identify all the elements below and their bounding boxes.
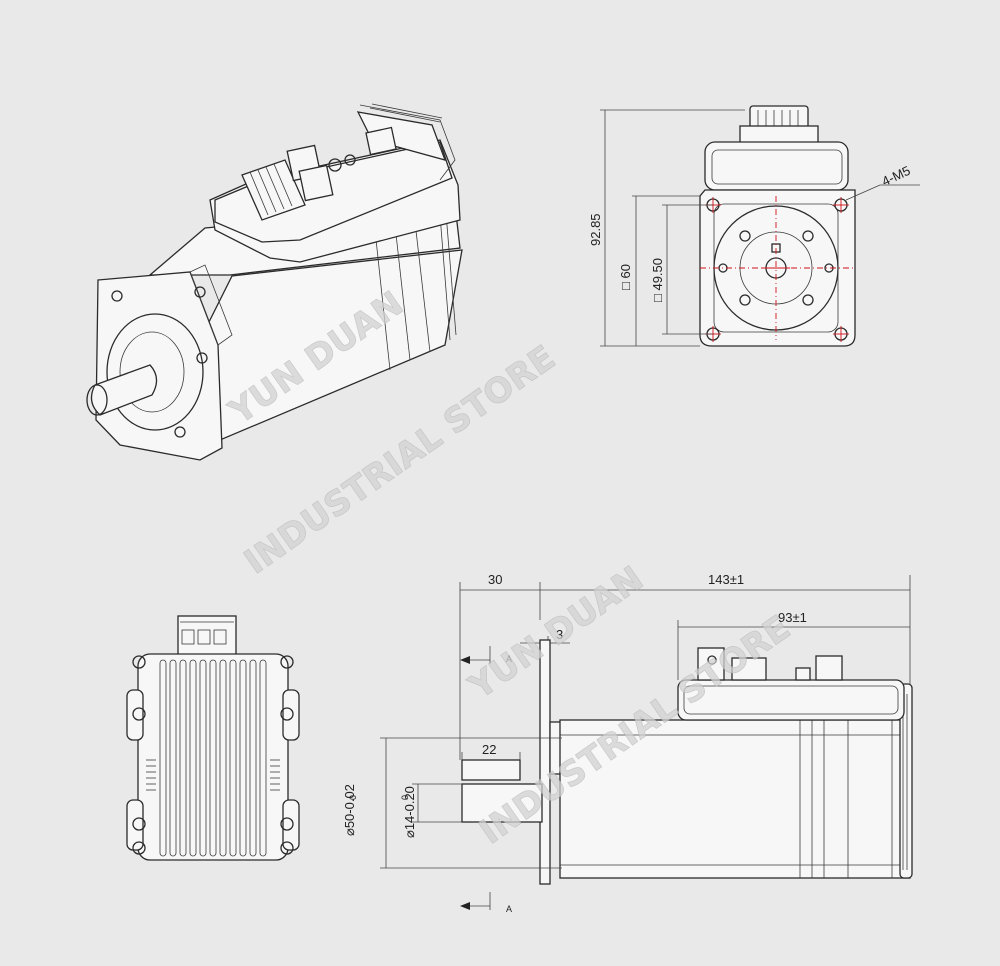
isometric-view bbox=[86, 103, 463, 461]
side-view: 30 143±1 93±1 3 A A bbox=[342, 572, 913, 914]
dim-key-length: 22 bbox=[482, 742, 496, 757]
rear-view bbox=[126, 615, 300, 861]
dim-flange-thickness: 3 bbox=[556, 627, 563, 642]
dim-pilot-upper: 0 bbox=[348, 795, 358, 800]
dim-flange-square: □ 60 bbox=[618, 264, 633, 290]
dim-body-length: 93±1 bbox=[778, 610, 807, 625]
dim-shaft-upper: 0 bbox=[400, 795, 410, 800]
dim-shaft-length: 30 bbox=[488, 572, 502, 587]
dim-pilot-square: □ 49.50 bbox=[650, 258, 665, 302]
section-label-top: A bbox=[506, 654, 512, 664]
section-label-bottom: A bbox=[506, 904, 512, 914]
dim-total-length: 143±1 bbox=[708, 572, 744, 587]
dim-overall-height: 92.85 bbox=[588, 213, 603, 246]
dim-shaft-diameter: ⌀14-0.20 bbox=[402, 786, 417, 838]
front-view: 4-M5 92.85 □ 60 □ 49.50 bbox=[588, 105, 920, 347]
dim-pilot-diameter: ⌀50-0.02 bbox=[342, 784, 357, 836]
